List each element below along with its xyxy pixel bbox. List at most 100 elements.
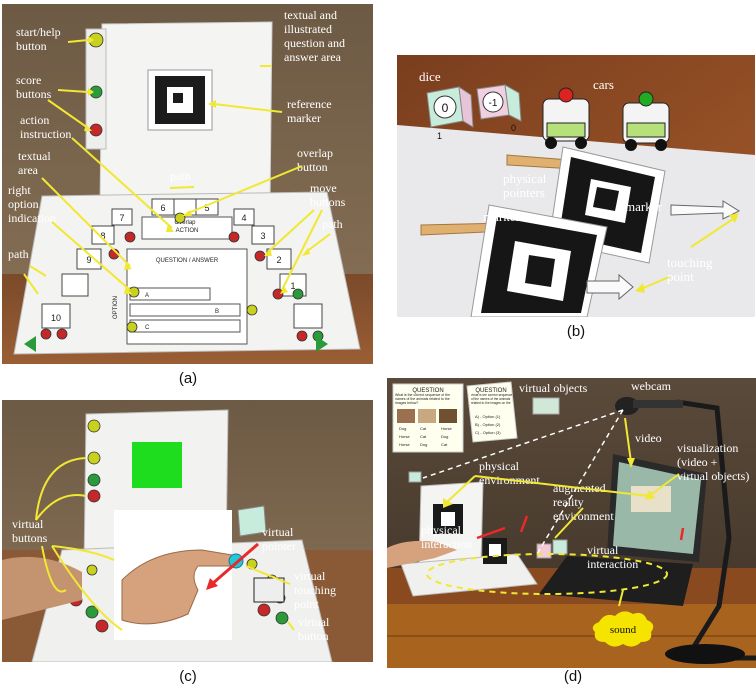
answer-option-a: A) - Option (1) <box>475 414 501 419</box>
q-row3-b: Dog <box>420 442 427 447</box>
option-a-text: A <box>145 293 149 299</box>
path-number-1: 1 <box>290 281 295 291</box>
label-overlap-1: overlap <box>297 146 333 160</box>
label-video: video <box>635 431 662 445</box>
label-virtual-pointer-2: pointer <box>262 539 296 553</box>
caption-a: (a) <box>178 370 198 387</box>
path-number-6: 6 <box>160 203 165 213</box>
label-visualization-2: (video + <box>677 455 718 469</box>
label-physical-env-1: physical <box>479 459 520 473</box>
car-green <box>622 91 670 151</box>
label-webcam: webcam <box>631 379 672 393</box>
label-virtual-interaction-2: interaction <box>587 557 638 571</box>
label-textual-area-top-3: question and <box>284 36 345 50</box>
dice-face-1: 0 <box>442 101 449 115</box>
label-virtual-interaction-1: virtual <box>587 543 619 557</box>
label-physical-pointers-2: pointers <box>503 185 545 200</box>
q-row3-c: Cat <box>441 442 448 447</box>
label-start-help-1: start/help <box>16 25 61 39</box>
label-overlap-2: button <box>297 160 328 174</box>
label-right-option-3: indication <box>8 211 56 225</box>
label-marker-right: marker <box>625 199 662 214</box>
q-row2-a: Horse <box>399 434 410 439</box>
q-row1-b: Cat <box>420 426 427 431</box>
dice-face-2: -1 <box>489 98 498 109</box>
label-textual-area-top-4: answer area <box>284 50 342 64</box>
label-visualization-1: visualization <box>677 441 738 455</box>
label-right-option-2: option <box>8 197 39 211</box>
label-virtual-pointer-1: virtual <box>262 525 294 539</box>
label-start-help-2: button <box>16 39 47 53</box>
label-virtual-buttons-2: buttons <box>12 531 48 545</box>
path-number-7: 7 <box>119 213 124 223</box>
label-move-2: buttons <box>310 195 346 209</box>
label-virtual-touching-1: virtual <box>294 569 326 583</box>
panel-a: ACTION QUESTION / ANSWER A B C OPTION 6 … <box>2 4 373 364</box>
caption-b: (b) <box>566 323 586 340</box>
label-physical-pointers-1: physical <box>503 171 547 186</box>
label-dice: dice <box>419 69 441 84</box>
path-number-4: 4 <box>241 213 246 223</box>
path-number-8: 8 <box>100 231 105 241</box>
answer-card-text: What is the correct sequence of the name… <box>471 394 513 405</box>
label-reference-1: reference <box>287 97 332 111</box>
label-visualization-3: virtual objects) <box>677 469 749 483</box>
board-question-text: QUESTION / ANSWER <box>156 258 219 264</box>
path-number-2: 2 <box>276 255 281 265</box>
q-row1-c: Horse <box>441 426 452 431</box>
label-textual-area-top-2: illustrated <box>284 22 332 36</box>
overlap-board-text: Overlap <box>174 220 196 226</box>
label-physical-interaction-1: physical <box>421 523 462 537</box>
label-cars: cars <box>593 77 614 92</box>
option-c-text: C <box>145 325 150 331</box>
dice-face-3: 1 <box>437 131 442 141</box>
question-card-title: QUESTION <box>412 388 443 394</box>
label-right-option-1: right <box>8 183 31 197</box>
label-physical-interaction-2: interaction <box>421 537 472 551</box>
option-vertical-text: OPTION <box>113 296 119 319</box>
label-marker-left: marker <box>483 209 520 224</box>
answer-option-b: B) - Option (2) <box>475 422 501 427</box>
label-touching-point-1: touching <box>667 255 713 270</box>
q-row3-a: Horse <box>399 442 410 447</box>
label-action-2: instruction <box>20 127 71 141</box>
label-virtual-touching-2: touching <box>294 583 336 597</box>
label-reference-2: marker <box>287 111 321 125</box>
label-virtual-buttons-1: virtual <box>12 517 44 531</box>
option-b-text: B <box>215 309 219 315</box>
label-textual-area-1: textual <box>18 149 51 163</box>
label-action-1: action <box>20 113 49 127</box>
board-action-text: ACTION <box>176 228 199 234</box>
caption-c: (c) <box>179 668 197 685</box>
panel-c: virtual pointer virtual touching point v… <box>2 400 373 662</box>
label-move-1: move <box>310 181 337 195</box>
q-row2-c: Dog <box>441 434 448 439</box>
label-path-top: path <box>170 169 191 183</box>
panel-b: 0 -1 1 0 dice cars physical pointers mar… <box>397 55 755 317</box>
caption-d: (d) <box>563 668 583 685</box>
path-number-5: 5 <box>204 203 209 213</box>
path-number-10: 10 <box>51 313 61 323</box>
path-number-3: 3 <box>260 231 265 241</box>
label-touching-point-2: point <box>667 269 694 284</box>
label-virtual-button-2: button <box>298 629 329 643</box>
answer-option-c: C) - Option (3) <box>475 430 501 435</box>
label-sound: sound <box>610 624 637 636</box>
label-path-left: path <box>8 247 29 261</box>
label-virtual-touching-3: point <box>294 597 319 611</box>
panel-d: QUESTION What is the correct sequence of… <box>387 378 756 668</box>
path-number-9: 9 <box>86 255 91 265</box>
label-augmented-3: environment <box>553 509 614 523</box>
question-card-text: What is the correct sequence of the name… <box>395 393 451 405</box>
answer-card-title: QUESTION <box>475 388 506 394</box>
label-augmented-2: reality <box>553 495 584 509</box>
label-score-2: buttons <box>16 87 52 101</box>
dice-face-4: 0 <box>511 123 516 133</box>
car-red <box>542 87 590 149</box>
label-textual-area-top-1: textual and <box>284 8 337 22</box>
label-textual-area-2: area <box>18 163 39 177</box>
label-score-1: score <box>16 73 41 87</box>
q-row2-b: Cat <box>420 434 427 439</box>
label-path-right: path <box>322 217 343 231</box>
label-virtual-objects: virtual objects <box>519 381 588 395</box>
